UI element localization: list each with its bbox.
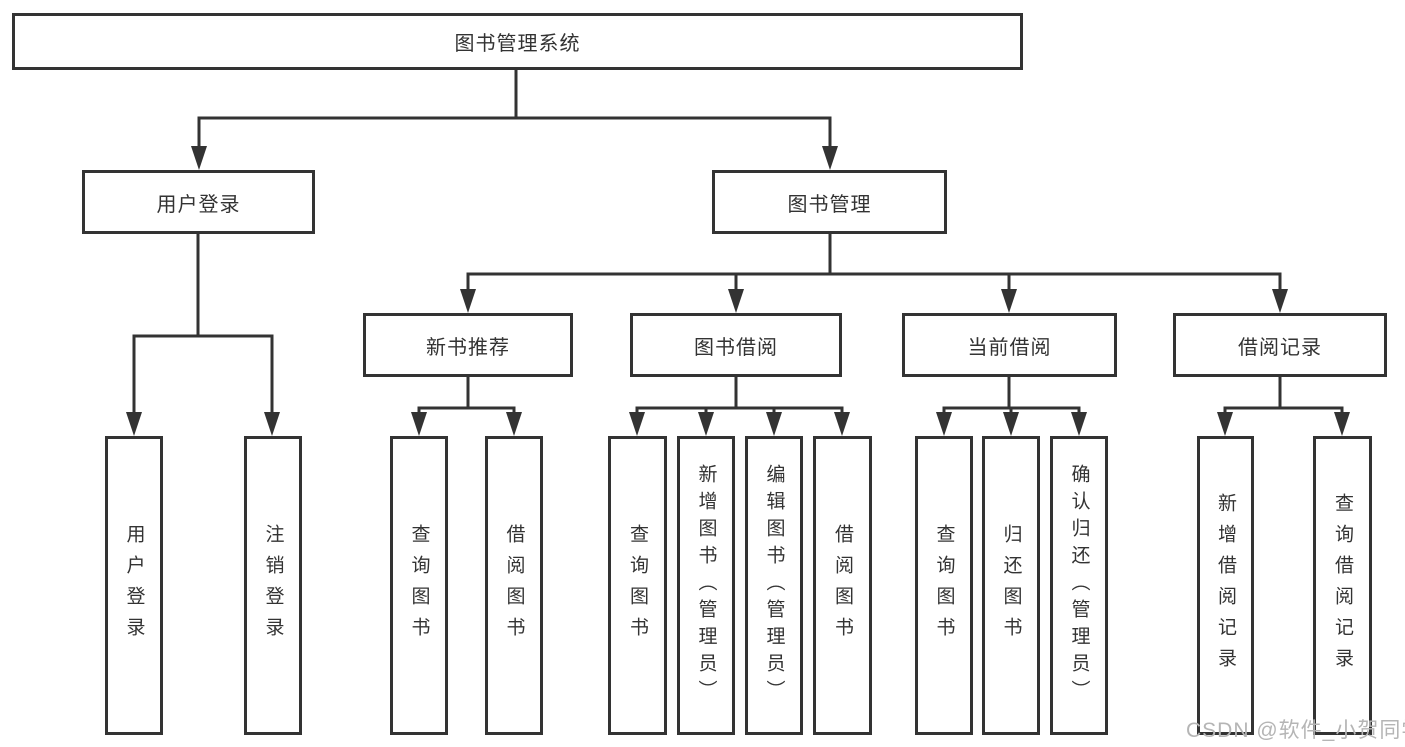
node-book-management-label: 图书管理: [787, 193, 872, 216]
node-current-borrow-label: 当前借阅: [967, 336, 1052, 359]
leaf-record-add-record-label: 新增借阅记录: [1215, 492, 1236, 679]
leaf-newbook-query-book-label: 查询图书: [408, 523, 430, 648]
leaf-newbook-borrow-book-label: 借阅图书: [503, 523, 525, 648]
leaf-newbook-borrow-book: 借阅图书: [485, 436, 543, 735]
leaf-borrow-query-book-label: 查询图书: [627, 523, 648, 648]
node-user-login-label: 用户登录: [156, 193, 241, 216]
node-current-borrow: 当前借阅: [902, 313, 1117, 377]
leaf-user-login: 用户登录: [105, 436, 163, 735]
leaf-borrow-query-book: 查询图书: [608, 436, 667, 735]
arrowheads: [126, 146, 1350, 436]
node-library-system: 图书管理系统: [12, 13, 1023, 70]
leaf-current-confirm-return-admin-label: 确认归还（管理员）: [1068, 464, 1090, 707]
leaf-logout: 注销登录: [244, 436, 302, 735]
leaf-current-return-book-label: 归还图书: [1000, 523, 1022, 648]
node-new-book-recommend: 新书推荐: [363, 313, 573, 377]
leaf-borrow-edit-book-admin: 编辑图书（管理员）: [745, 436, 803, 735]
leaf-borrow-edit-book-admin-label: 编辑图书（管理员）: [763, 464, 785, 707]
leaf-borrow-add-book-admin-label: 新增图书（管理员）: [695, 464, 717, 707]
leaf-current-query-book-label: 查询图书: [933, 523, 955, 648]
node-book-management: 图书管理: [712, 170, 947, 234]
leaf-user-login-label: 用户登录: [123, 523, 145, 648]
node-book-borrow-label: 图书借阅: [694, 336, 778, 359]
node-borrow-record-label: 借阅记录: [1238, 336, 1322, 359]
leaf-current-return-book: 归还图书: [982, 436, 1040, 735]
node-new-book-recommend-label: 新书推荐: [426, 336, 510, 359]
leaf-current-query-book: 查询图书: [915, 436, 973, 735]
node-book-borrow: 图书借阅: [630, 313, 842, 377]
leaf-newbook-query-book: 查询图书: [390, 436, 448, 735]
node-library-system-label: 图书管理系统: [454, 33, 581, 55]
leaf-borrow-add-book-admin: 新增图书（管理员）: [677, 436, 735, 735]
node-borrow-record: 借阅记录: [1173, 313, 1387, 377]
leaf-borrow-borrow-book: 借阅图书: [813, 436, 872, 735]
leaf-current-confirm-return-admin: 确认归还（管理员）: [1050, 436, 1108, 735]
leaf-record-add-record: 新增借阅记录: [1197, 436, 1254, 735]
leaf-logout-label: 注销登录: [262, 523, 284, 648]
node-user-login: 用户登录: [82, 170, 315, 234]
leaf-record-query-record: 查询借阅记录: [1313, 436, 1372, 735]
leaf-record-query-record-label: 查询借阅记录: [1332, 492, 1353, 679]
csdn-watermark: CSDN @软件_小贺同学: [1186, 719, 1405, 742]
leaf-borrow-borrow-book-label: 借阅图书: [832, 523, 853, 648]
